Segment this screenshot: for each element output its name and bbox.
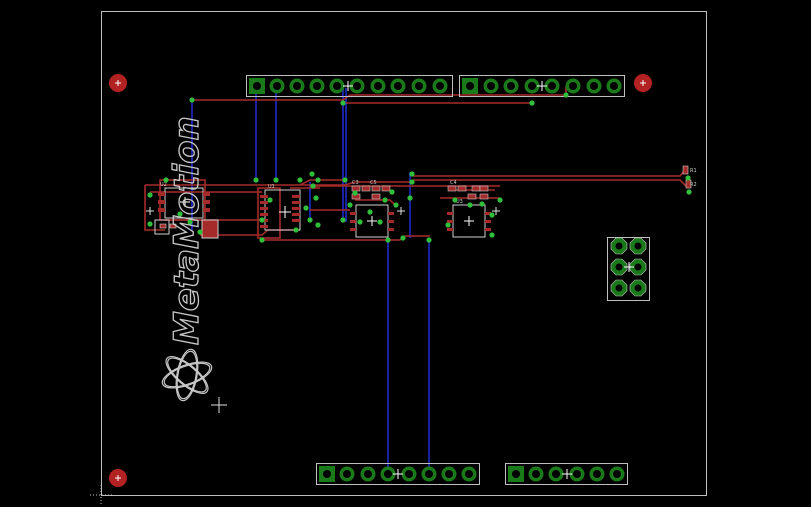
top-layer-traces xyxy=(144,86,689,241)
svg-text:R1: R1 xyxy=(690,168,697,174)
component-u1[interactable] xyxy=(154,187,219,239)
svg-text:C3: C3 xyxy=(352,180,359,186)
mounting-hole-icon[interactable] xyxy=(109,469,127,487)
header-j1[interactable] xyxy=(246,75,453,97)
component-labels: C3 C4 C5 U1 U2 U3 R1 R2 xyxy=(160,168,697,205)
header-j4[interactable] xyxy=(505,463,628,485)
component-u2[interactable] xyxy=(260,189,301,231)
bottom-layer-traces xyxy=(191,88,430,474)
origin-crosshair-icon xyxy=(146,207,154,215)
component-u3[interactable] xyxy=(350,204,394,238)
svg-text:C4: C4 xyxy=(450,180,457,186)
board-outline xyxy=(101,11,707,496)
origin-crosshair-icon xyxy=(397,207,405,215)
header-j2[interactable] xyxy=(459,75,625,97)
svg-text:MetaMotion: MetaMotion xyxy=(167,116,207,345)
mounting-hole-icon[interactable] xyxy=(634,74,652,92)
svg-text:R2: R2 xyxy=(690,182,697,188)
svg-text:U3: U3 xyxy=(456,199,463,205)
svg-text:U1: U1 xyxy=(268,184,275,190)
passive-components[interactable] xyxy=(159,165,692,229)
component-u4[interactable] xyxy=(447,204,491,238)
icsp-header[interactable] xyxy=(607,237,650,301)
svg-text:C5: C5 xyxy=(370,180,377,186)
origin-marker xyxy=(90,485,112,505)
vias xyxy=(147,92,692,243)
header-j3[interactable] xyxy=(316,463,480,485)
mounting-hole-icon[interactable] xyxy=(109,74,127,92)
svg-text:U2: U2 xyxy=(160,182,167,188)
origin-crosshair-icon xyxy=(492,207,500,215)
origin-crosshair-icon xyxy=(211,397,227,413)
metamotion-logo: MetaMotion xyxy=(161,116,213,402)
